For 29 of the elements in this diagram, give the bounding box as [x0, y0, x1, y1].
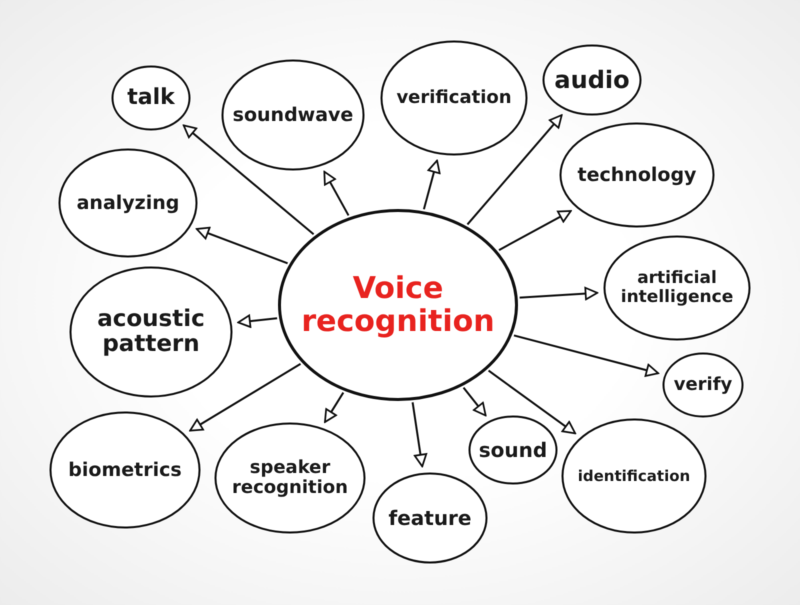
- topic-label: sound: [478, 439, 548, 461]
- arrow: [182, 124, 314, 236]
- arrow: [422, 160, 441, 210]
- central-topic: Voice recognition: [300, 272, 496, 338]
- topic-label: verify: [674, 375, 732, 395]
- topic-label: technology: [578, 164, 696, 186]
- arrow: [324, 392, 344, 423]
- arrow: [498, 210, 572, 251]
- topic-label: speaker recognition: [231, 458, 349, 498]
- topic-label: analyzing: [76, 192, 180, 214]
- topic-label: audio: [554, 66, 630, 94]
- topic-label: feature: [388, 507, 472, 529]
- arrow: [412, 402, 428, 468]
- arrow: [237, 314, 278, 328]
- arrow: [462, 387, 487, 416]
- arrow: [189, 363, 302, 432]
- arrow: [520, 286, 598, 300]
- topic-label: identification: [578, 468, 690, 484]
- arrow: [196, 226, 288, 264]
- arrow: [488, 370, 576, 434]
- arrow: [514, 334, 660, 377]
- topic-label: artificial intelligence: [620, 269, 734, 307]
- topic-label: talk: [127, 86, 175, 110]
- arrow: [323, 170, 350, 216]
- topic-label: biometrics: [68, 460, 182, 480]
- topic-label: acoustic pattern: [96, 306, 206, 358]
- topic-label: soundwave: [232, 104, 354, 126]
- arrow: [466, 114, 563, 226]
- topic-label: verification: [396, 88, 512, 108]
